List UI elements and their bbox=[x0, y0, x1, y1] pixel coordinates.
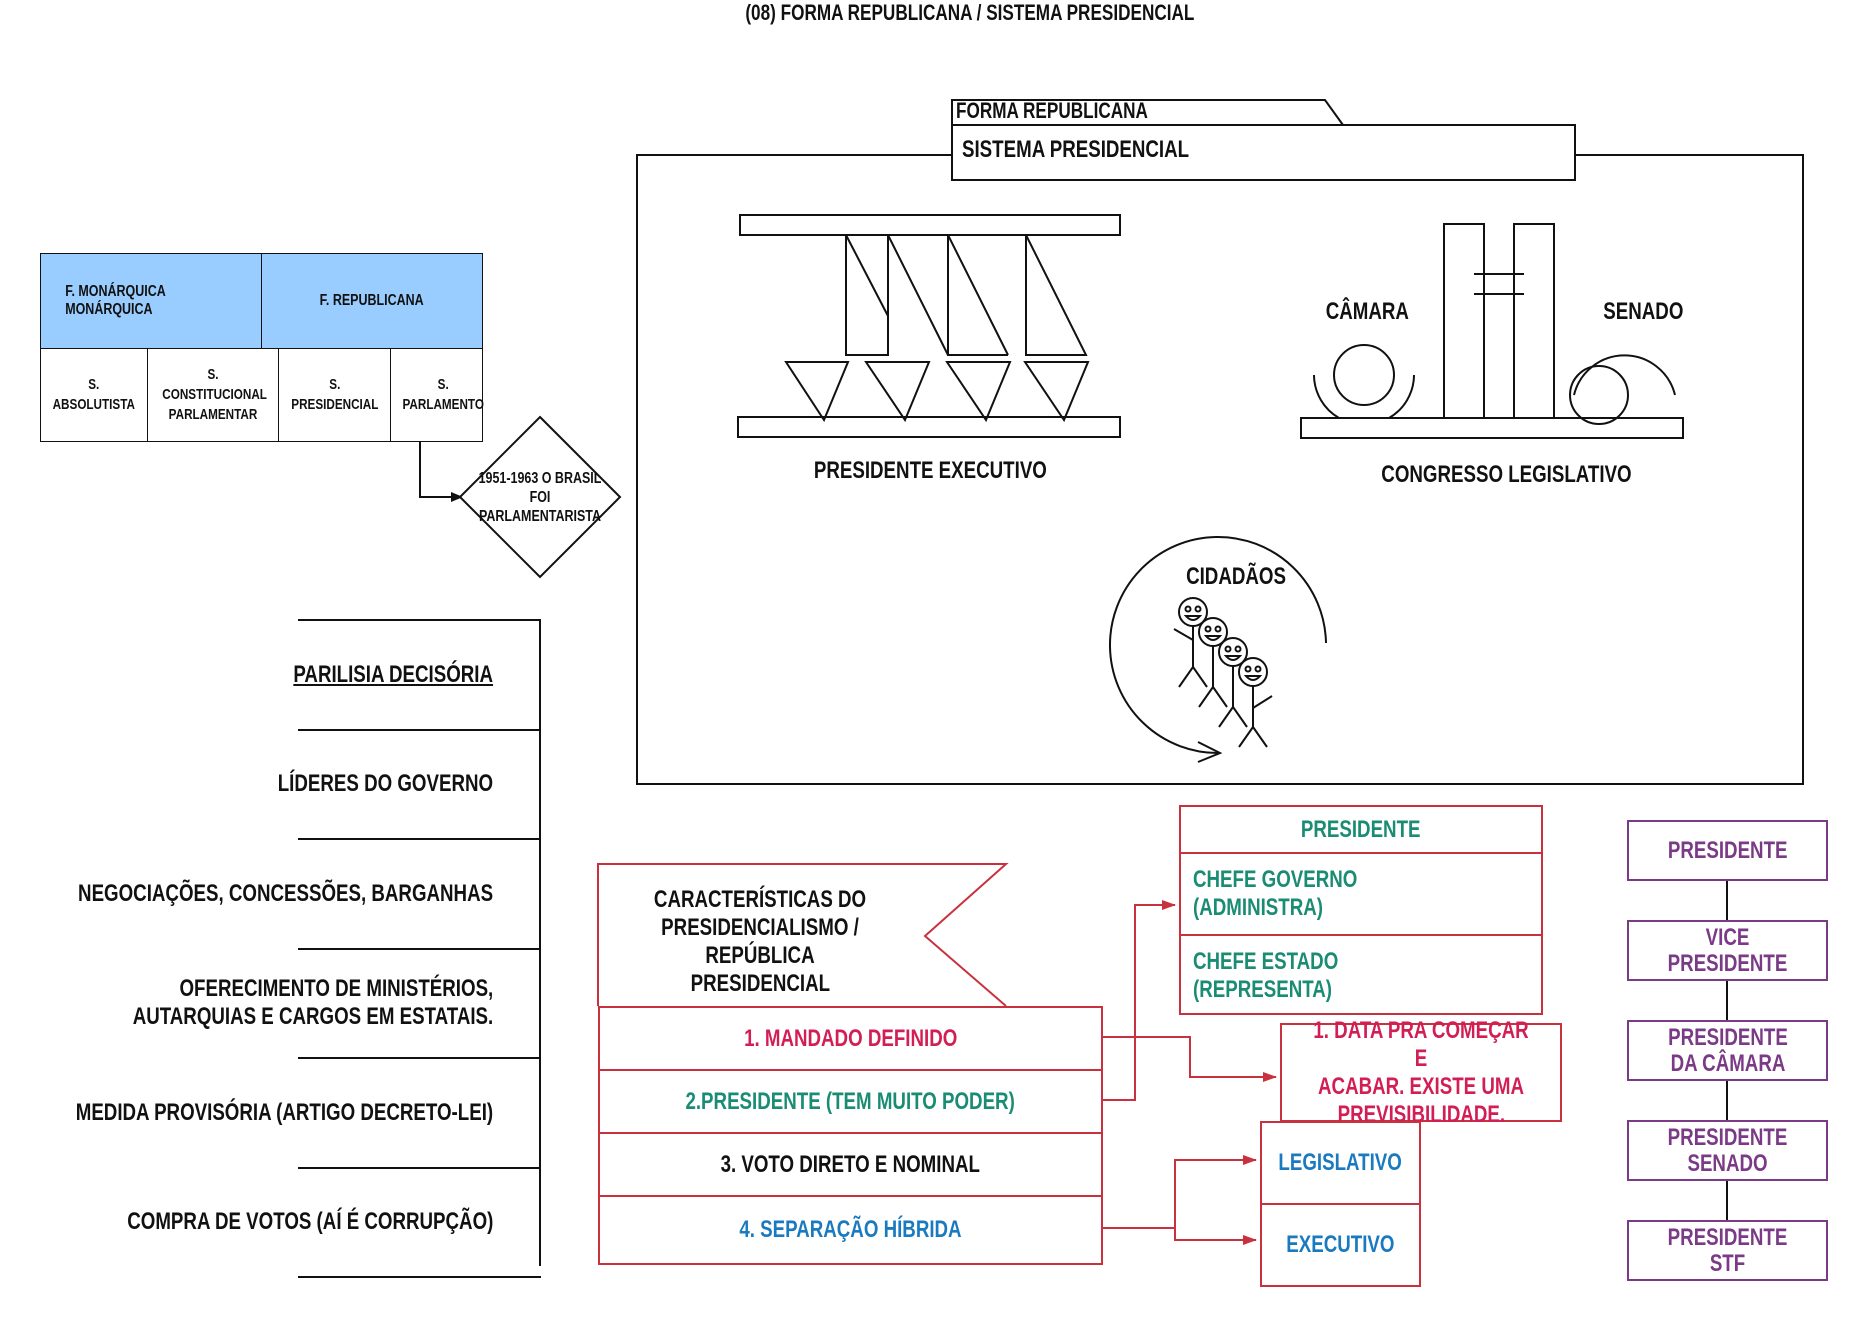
power-item-legislativo: LEGISLATIVO bbox=[1278, 1149, 1403, 1176]
citizen-figure bbox=[1218, 637, 1248, 728]
characteristics-title: CARACTERÍSTICAS DO PRESIDENCIALISMO / RE… bbox=[653, 886, 867, 997]
citizens-cycle-arrow bbox=[1109, 536, 1327, 763]
forma-republicana-tab bbox=[951, 99, 1344, 126]
list-divider bbox=[539, 619, 541, 1266]
mandate-note-box: 1. DATA PRA COMEÇAR E ACABAR. EXISTE UMA… bbox=[1280, 1017, 1562, 1128]
succession-item: PRESIDENTE bbox=[1627, 820, 1828, 881]
forma-republicana-tab-label: FORMA REPUBLICANA bbox=[956, 98, 1148, 123]
power-item-executivo: EXECUTIVO bbox=[1262, 1203, 1419, 1285]
list-item: OFERECIMENTO DE MINISTÉRIOS,AUTARQUIAS E… bbox=[132, 947, 541, 1058]
president-role-item: CHEFE ESTADO (REPRESENTA) bbox=[1181, 934, 1541, 1016]
diamond-note: 1951-1963 O BRASIL FOI PARLAMENTARISTA bbox=[478, 469, 602, 525]
table-to-diamond-connector bbox=[419, 441, 463, 502]
executive-label: PRESIDENTE EXECUTIVO bbox=[813, 457, 1047, 484]
list-item: COMPRA DE VOTOS (AÍ É CORRUPÇÃO) bbox=[127, 1166, 541, 1278]
citizens-label: CIDADÃOS bbox=[1186, 563, 1286, 590]
parliamentary-period-diamond bbox=[458, 415, 622, 579]
succession-item: PRESIDENTE DA CÂMARA bbox=[1627, 1020, 1828, 1081]
citizen-figure bbox=[1198, 617, 1228, 708]
government-forms-table: F. MONÁRQUICA MONÁRQUICA F. REPUBLICANA … bbox=[40, 253, 484, 442]
characteristics-flag bbox=[597, 863, 1009, 1007]
list-item: LÍDERES DO GOVERNO bbox=[278, 728, 541, 839]
camara-label: CÂMARA bbox=[1325, 298, 1409, 325]
table-cell-parlamento: S. PARLAMENTO bbox=[390, 349, 495, 441]
characteristic-item-separation: 4. SEPARAÇÃO HÍBRIDA bbox=[598, 1195, 1103, 1265]
citizen-figure bbox=[1238, 657, 1273, 748]
consequences-list: PARILISIA DECISÓRIA LÍDERES DO GOVERNO N… bbox=[76, 619, 541, 1278]
table-header-republic: F. REPUBLICANA bbox=[261, 254, 482, 348]
table-cell-constitucional: S. CONSTITUCIONAL PARLAMENTAR bbox=[146, 349, 278, 441]
president-roles-title: PRESIDENTE bbox=[1181, 807, 1541, 854]
citizen-figure bbox=[1173, 597, 1208, 688]
sistema-presidencial-label: SISTEMA PRESIDENCIAL bbox=[962, 136, 1190, 163]
succession-item: VICE PRESIDENTE bbox=[1627, 920, 1828, 981]
page-title: (08) FORMA REPUBLICANA / SISTEMA PRESIDE… bbox=[744, 0, 1195, 25]
table-header-monarchy: F. MONÁRQUICA MONÁRQUICA bbox=[65, 283, 166, 318]
president-role-item: CHEFE GOVERNO (ADMINISTRA) bbox=[1193, 866, 1358, 921]
list-item: PARILISIA DECISÓRIA bbox=[293, 619, 541, 729]
powers-box: LEGISLATIVO EXECUTIVO bbox=[1260, 1121, 1421, 1287]
president-roles-box: PRESIDENTE CHEFE GOVERNO (ADMINISTRA) CH… bbox=[1179, 805, 1543, 1015]
table-cell-absolutista: S. ABSOLUTISTA bbox=[52, 376, 135, 413]
congress-illustration bbox=[1300, 223, 1684, 439]
characteristic-item-vote: 3. VOTO DIRETO E NOMINAL bbox=[598, 1132, 1103, 1197]
citizens-stick-figures bbox=[1173, 597, 1273, 748]
characteristic-item-mandate: 1. MANDADO DEFINIDO bbox=[598, 1006, 1103, 1071]
list-item: NEGOCIAÇÕES, CONCESSÕES, BARGANHAS bbox=[78, 838, 541, 948]
succession-item: PRESIDENTE STF bbox=[1627, 1220, 1828, 1281]
senado-label: SENADO bbox=[1603, 298, 1684, 325]
characteristics-connectors bbox=[1103, 900, 1277, 1245]
succession-item: PRESIDENTE SENADO bbox=[1627, 1120, 1828, 1181]
list-item: MEDIDA PROVISÓRIA (ARTIGO DECRETO-LEI) bbox=[76, 1057, 541, 1167]
executive-illustration bbox=[737, 214, 1121, 438]
characteristic-item-president: 2.PRESIDENTE (TEM MUITO PODER) bbox=[598, 1069, 1103, 1134]
sistema-presidencial-header bbox=[951, 124, 1576, 181]
congress-label: CONGRESSO LEGISLATIVO bbox=[1380, 461, 1632, 488]
table-cell-presidencial: S. PRESIDENCIAL bbox=[277, 349, 391, 441]
